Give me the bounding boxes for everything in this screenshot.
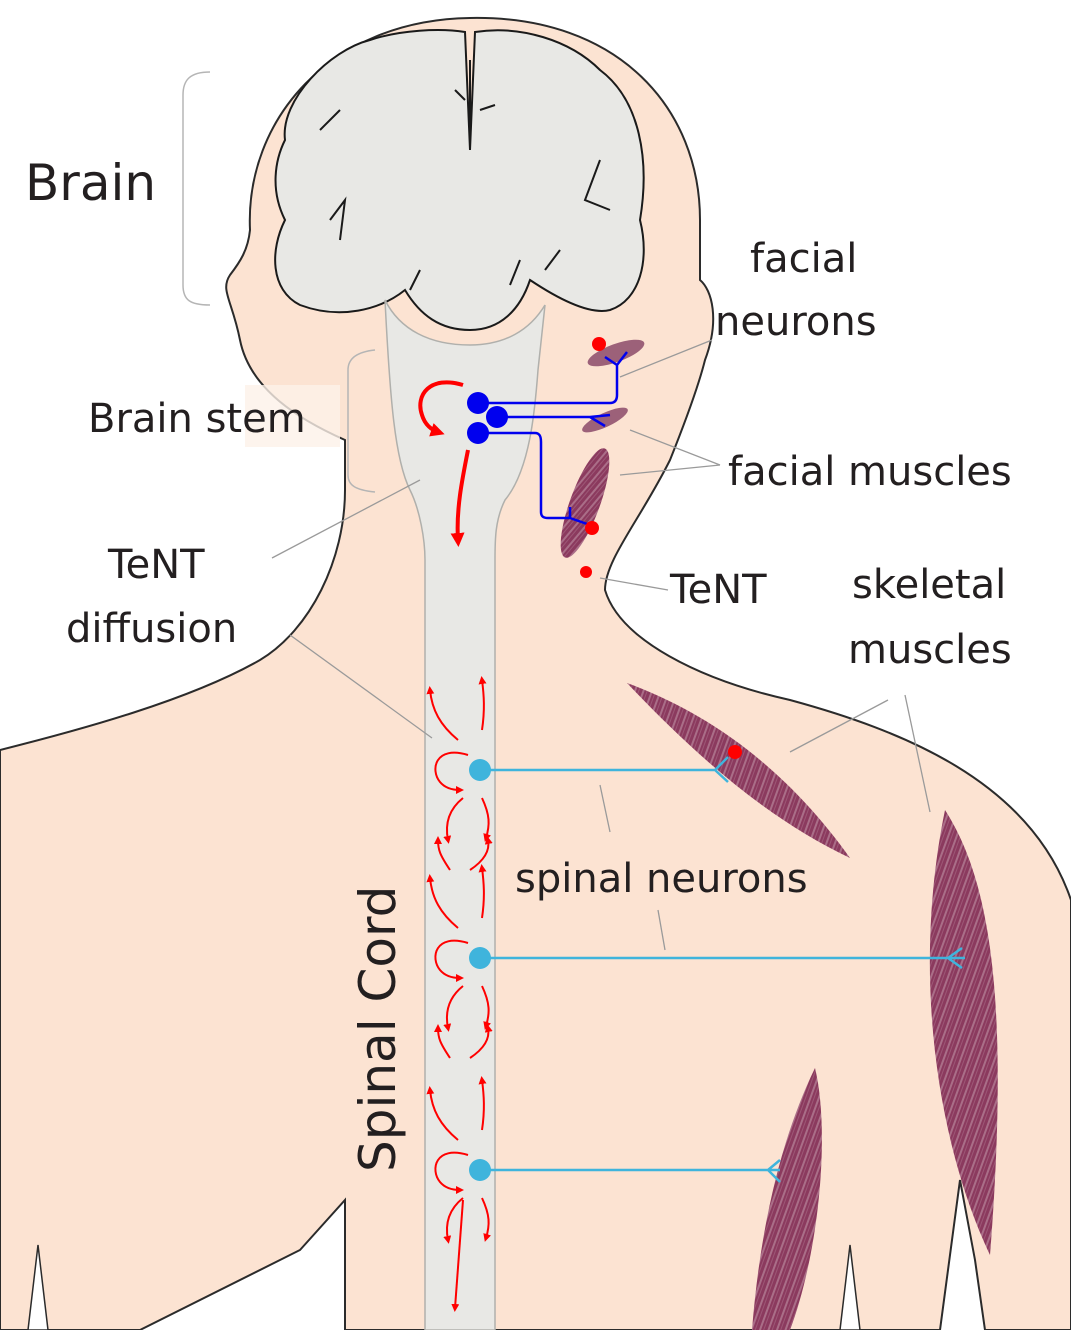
label-tent-diffusion-1: TeNT [107, 542, 205, 588]
spinal-neuron-soma-3 [469, 1159, 491, 1181]
diffusion-arrow [443, 797, 464, 844]
brain-stem [384, 299, 546, 1330]
label-tent-diffusion-2: diffusion [66, 606, 237, 652]
tent-dot-skeletal [728, 745, 742, 759]
facial-neurons [478, 351, 628, 527]
tent-dot-facial-upper [592, 337, 606, 351]
tent-dot-free [580, 566, 592, 578]
label-spinal-cord: Spinal Cord [349, 886, 407, 1172]
tent-dot-facial-lower [585, 521, 599, 535]
brain-stem-bracket [347, 349, 376, 493]
brain [274, 29, 645, 332]
diffusion-arrow [481, 985, 491, 1030]
diffusion-arrow [434, 1151, 469, 1194]
skeletal-muscle-arm [929, 810, 998, 1255]
leader-lines [271, 339, 931, 951]
left-arm-gap [27, 1244, 49, 1330]
label-tent: TeNT [669, 567, 767, 613]
diffusion-arrow [443, 985, 464, 1032]
brain-stem-label-bg [245, 385, 340, 447]
diffusion-arrow [426, 686, 459, 741]
spinal-neuron-soma-2 [469, 947, 491, 969]
diffusion-arrow [478, 1076, 487, 1131]
diffusion-arrow [426, 1086, 459, 1141]
facial-muscle-upper [587, 339, 645, 367]
diffusion-arrow [469, 1024, 493, 1059]
label-brain-stem: Brain stem [88, 396, 306, 442]
facial-neuron-soma-3 [467, 422, 489, 444]
right-arm-gap [839, 1244, 861, 1330]
brainstem-diffusion-arrows [418, 380, 470, 547]
facial-neuron-soma-2 [486, 406, 508, 428]
diffusion-arrow [451, 1199, 464, 1312]
label-skeletal-muscles-1: skeletal [852, 562, 1006, 608]
diffusion-arrow [478, 676, 487, 731]
facial-muscle-middle [582, 407, 628, 433]
spinal-neurons [480, 756, 965, 1183]
label-facial-neurons-2: neurons [715, 299, 877, 345]
diffusion-arrow [481, 1197, 491, 1242]
brain-bracket [182, 71, 211, 306]
diffusion-arrow [434, 751, 469, 794]
diffusion-arrow [469, 836, 493, 871]
label-skeletal-muscles-2: muscles [848, 627, 1012, 673]
diffusion-arrow [478, 864, 487, 919]
diffusion-arrow [443, 1197, 464, 1244]
label-spinal-neurons: spinal neurons [515, 856, 808, 902]
spinal-diffusion-arrows [426, 676, 493, 1312]
facial-muscle-lower [560, 448, 610, 558]
spinal-neuron-soma-1 [469, 759, 491, 781]
diffusion-arrow [434, 1024, 451, 1059]
skeletal-muscle-shoulder [627, 683, 850, 858]
brain-sulci [319, 60, 611, 291]
body-silhouette [0, 16, 1071, 1330]
diffusion-arrow [434, 939, 469, 982]
label-brain: Brain [25, 154, 156, 212]
label-facial-muscles: facial muscles [728, 449, 1012, 495]
skeletal-muscle-chest [752, 1068, 822, 1330]
facial-neuron-soma-1 [467, 392, 489, 414]
diffusion-arrow [434, 836, 451, 871]
diffusion-arrow [481, 797, 491, 842]
diffusion-arrow [426, 874, 459, 929]
label-facial-neurons-1: facial [750, 236, 857, 282]
